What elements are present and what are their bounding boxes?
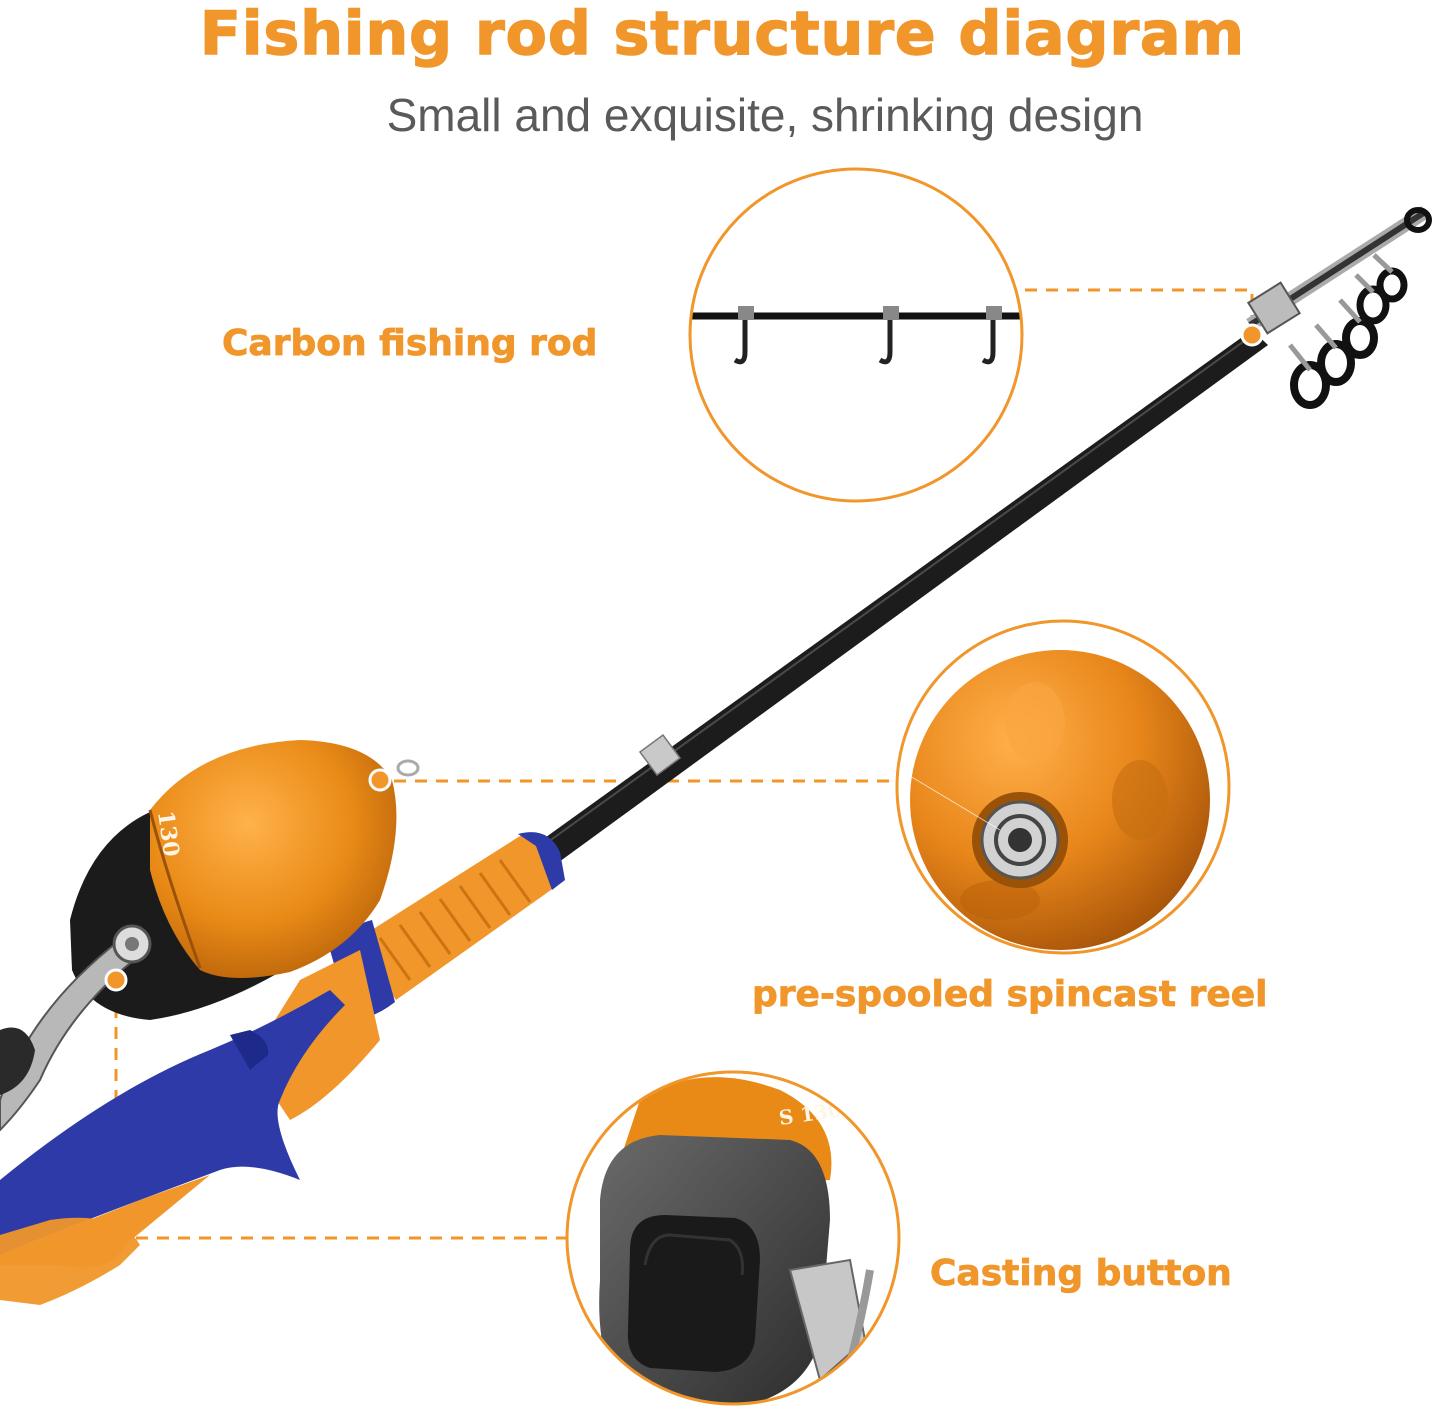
carbon-rod-label: Carbon fishing rod [222,323,598,365]
button-callout-dot [104,968,128,992]
rod-zoom-circle [688,167,1024,503]
rod-callout-dot [1240,323,1264,347]
button-zoom-circle: S 130 [565,1070,901,1406]
spincast-reel: 130 [0,740,420,1132]
spincast-reel-label: pre-spooled spincast reel [752,974,1268,1016]
rod-tip-guides [1246,206,1432,409]
page-title: Fishing rod structure diagram [199,0,1246,69]
reel-zoom-circle [895,619,1231,955]
reel-callout-dot [368,768,392,792]
rod-leader [1025,288,1254,332]
page-subtitle: Small and exquisite, shrinking design [386,89,1144,141]
reel-model-marking: 130 [152,809,184,858]
rod-handle [0,832,565,1305]
rod-blank [528,330,1268,870]
casting-button-label: Casting button [930,1253,1233,1295]
